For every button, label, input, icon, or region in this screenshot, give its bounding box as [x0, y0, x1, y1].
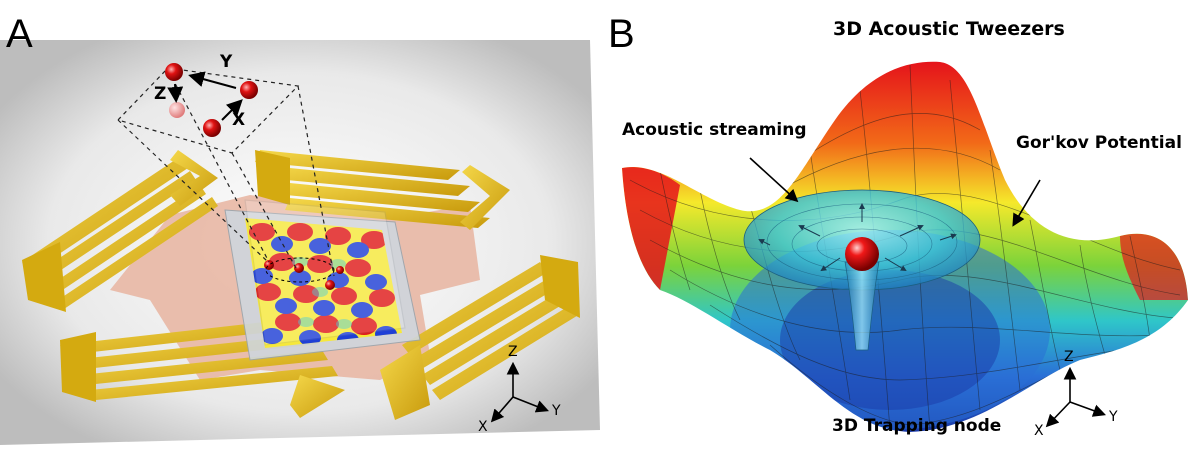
- axis-y-label: Y: [552, 404, 561, 418]
- axis-triad-b: [1048, 370, 1103, 425]
- axis-z-label: Z: [1064, 350, 1074, 364]
- axis-y-label: Y: [1109, 410, 1118, 424]
- inset-particle: [165, 63, 183, 81]
- glass-lid: [245, 200, 405, 345]
- gorkov-potential-label: Gor'kov Potential: [1016, 135, 1182, 152]
- inset-x-label: X: [232, 112, 245, 129]
- panel-b-title: 3D Acoustic Tweezers: [833, 20, 1065, 39]
- trapped-particle: [325, 280, 335, 290]
- trapped-particle: [336, 266, 344, 274]
- trapped-particle: [845, 237, 879, 271]
- panel-b-label: B: [608, 14, 635, 54]
- potential-surface: [600, 0, 1200, 451]
- device-schematic: [0, 0, 600, 451]
- inset-particle: [203, 119, 221, 137]
- panel-b: B 3D Acoustic Tweezers Acoustic streamin…: [600, 0, 1200, 451]
- axis-x-label: X: [1034, 424, 1044, 438]
- panel-a: A Y Z X Z Y X: [0, 0, 600, 451]
- trapping-node-label: 3D Trapping node: [832, 418, 1001, 435]
- inset-y-label: Y: [220, 54, 232, 71]
- axis-x-label: X: [478, 420, 488, 434]
- axis-z-label: Z: [508, 345, 518, 359]
- inset-z-label: Z: [154, 86, 166, 103]
- panel-a-label: A: [6, 14, 33, 54]
- acoustic-streaming-label: Acoustic streaming: [622, 122, 807, 139]
- inset-particle: [240, 81, 258, 99]
- inset-particle-ghost: [169, 102, 185, 118]
